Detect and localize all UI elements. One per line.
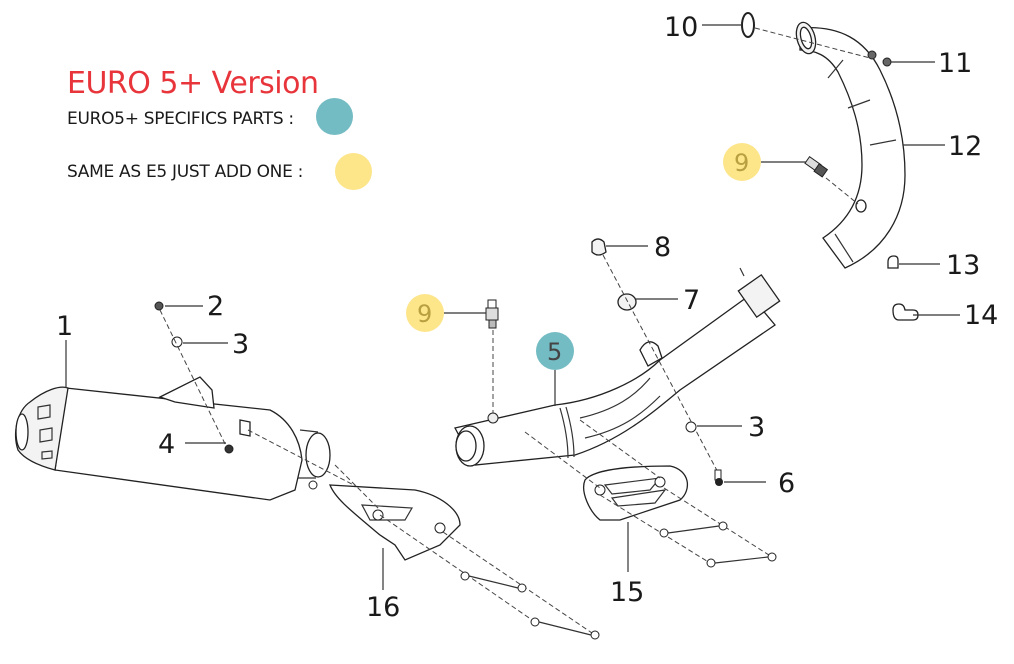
muffler-part-1 xyxy=(15,376,331,501)
callout-1: 1 xyxy=(56,311,73,342)
o2-sensor-header xyxy=(804,156,829,178)
legend-teal-dot xyxy=(316,98,353,135)
badge-yellow-part-9b xyxy=(723,143,761,181)
nut-part-11 xyxy=(867,50,892,67)
callout-6: 6 xyxy=(778,468,795,499)
callout-7: 7 xyxy=(683,285,700,316)
legend-yellow-dot xyxy=(335,153,372,190)
bracket-part-14 xyxy=(892,303,919,321)
washer-set-16 xyxy=(460,571,600,640)
callout-5: 5 xyxy=(547,338,562,366)
callout-2: 2 xyxy=(207,291,224,322)
callout-12: 12 xyxy=(948,131,982,162)
callout-9b: 9 xyxy=(734,149,749,177)
washer-part-3a xyxy=(171,336,183,348)
callout-13: 13 xyxy=(946,250,980,281)
grommet-part-8 xyxy=(591,238,607,256)
callout-3a: 3 xyxy=(232,329,249,360)
legend-euro5plus-label: EURO5+ SPECIFICS PARTS : xyxy=(67,109,294,129)
badge-yellow-part-9a xyxy=(406,294,444,332)
bolt-part-6 xyxy=(714,469,723,486)
washer-part-3b xyxy=(685,421,697,433)
heat-shield-part-15 xyxy=(583,465,689,521)
rubber-mount-part-7 xyxy=(617,293,637,311)
link-pipe-part-5 xyxy=(454,267,781,467)
nut-part-2 xyxy=(154,301,164,311)
callout-3b: 3 xyxy=(748,412,765,443)
callout-8: 8 xyxy=(654,232,671,263)
header-pipe-part-12 xyxy=(795,21,906,269)
o2-sensor-part-9 xyxy=(485,299,499,329)
washer-set-15 xyxy=(659,521,777,568)
gasket-part-10 xyxy=(741,12,755,38)
legend-title: EURO 5+ Version xyxy=(67,66,319,101)
callout-11: 11 xyxy=(938,48,972,79)
bolt-part-4 xyxy=(224,444,234,454)
legend-add-one-label: SAME AS E5 JUST ADD ONE : xyxy=(67,162,304,182)
callout-15: 15 xyxy=(610,577,644,608)
callout-16: 16 xyxy=(366,592,400,623)
callout-14: 14 xyxy=(964,300,998,331)
clamp-part-13 xyxy=(887,255,899,269)
callout-4: 4 xyxy=(158,429,175,460)
badge-teal-part-5 xyxy=(536,332,574,370)
callout-10: 10 xyxy=(664,12,698,43)
heat-shield-part-16 xyxy=(329,484,461,561)
callout-9a: 9 xyxy=(417,300,432,328)
